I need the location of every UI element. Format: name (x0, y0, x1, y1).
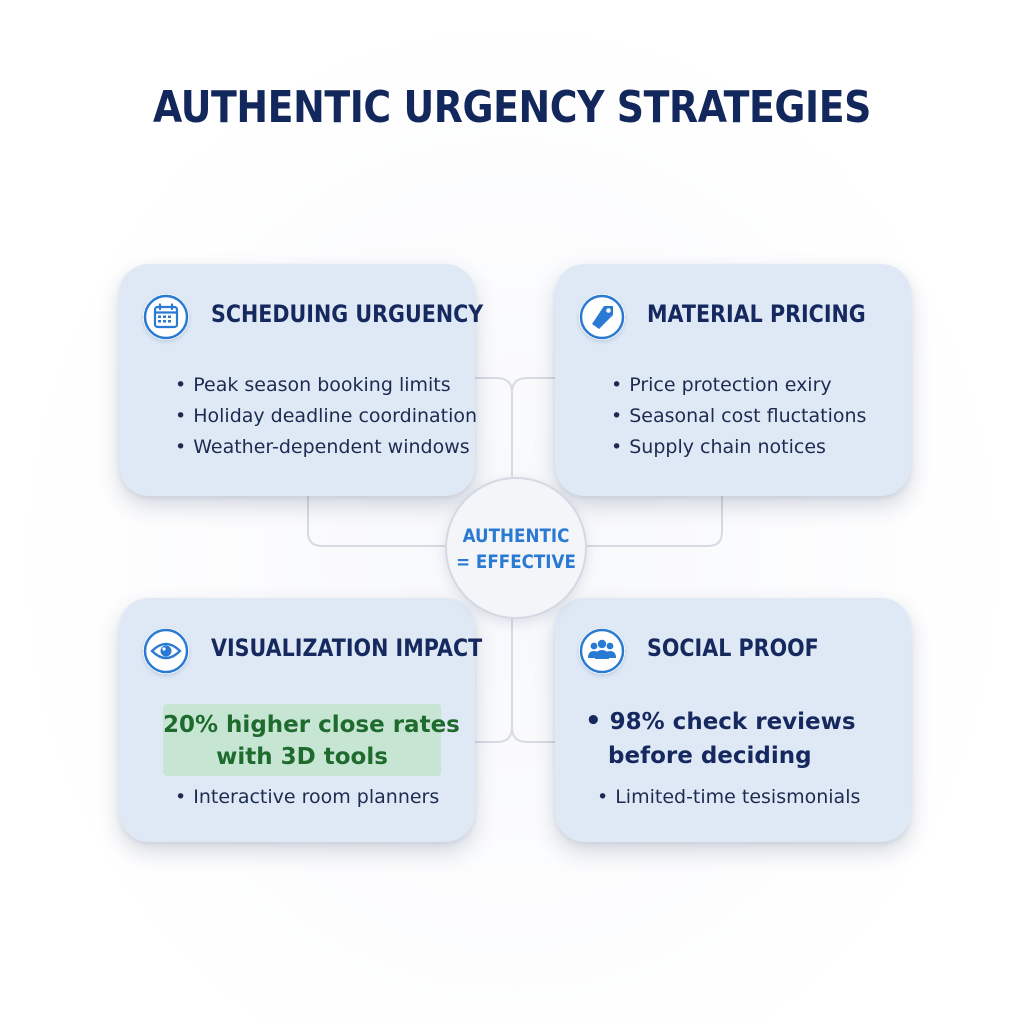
connector-bottom-right (511, 726, 556, 743)
bullet-list-scheduling: Peak season booking limits Holiday deadl… (175, 370, 477, 463)
card-title-material: MATERIAL PRICING (647, 300, 866, 328)
center-line1: AUTHENTIC (462, 525, 570, 547)
list-item: Peak season booking limits (175, 370, 477, 401)
connector-left-loop (307, 495, 447, 547)
list-item: Seasonal cost fluctations (611, 401, 866, 432)
bullet-list-social: Limited-time tesismonials (597, 782, 860, 813)
list-item: Holiday deadline coordination (175, 401, 477, 432)
card-title-social: SOCIAL PROOF (647, 634, 819, 662)
connector-top-right (511, 377, 556, 394)
bullet-list-material: Price protection exiry Seasonal cost flu… (611, 370, 866, 463)
center-hub: AUTHENTIC = EFFECTIVE (445, 477, 587, 619)
bullet-list-visualization: Interactive room planners (175, 782, 439, 813)
highlight-stat-box: 20% higher close rates with 3D tools (163, 704, 460, 776)
card-social-proof: SOCIAL PROOF •98% check reviews before d… (555, 598, 911, 842)
connector-top-left (474, 377, 513, 477)
highlight-stat-line2: with 3D tools (216, 744, 388, 770)
connector-right-loop (585, 495, 723, 547)
stat-line2: before deciding (608, 743, 812, 769)
calendar-icon (143, 294, 189, 340)
stat-block: •98% check reviews before deciding (585, 704, 856, 773)
list-item: Limited-time tesismonials (597, 782, 860, 813)
list-item: Weather-dependent windows (175, 432, 477, 463)
card-title-scheduling: SCHEDUING URGUENCY (211, 300, 484, 328)
stat-line1: 98% check reviews (609, 709, 856, 735)
card-material-pricing: MATERIAL PRICING Price protection exiry … (555, 264, 911, 496)
list-item: Interactive room planners (175, 782, 439, 813)
page-title: AUTHENTIC URGENCY STRATEGIES (153, 82, 871, 133)
people-group-icon (579, 628, 625, 674)
list-item: Supply chain notices (611, 432, 866, 463)
card-visualization-impact: VISUALIZATION IMPACT 20% higher close ra… (119, 598, 482, 842)
center-line2: = EFFECTIVE (456, 551, 576, 573)
card-title-visualization: VISUALIZATION IMPACT (211, 634, 483, 662)
highlight-stat-line1: 20% higher close rates (163, 712, 460, 738)
card-scheduling-urgency: SCHEDUING URGUENCY Peak season booking l… (119, 264, 483, 496)
list-item: Price protection exiry (611, 370, 866, 401)
price-tag-icon (579, 294, 625, 340)
eye-icon (143, 628, 189, 674)
